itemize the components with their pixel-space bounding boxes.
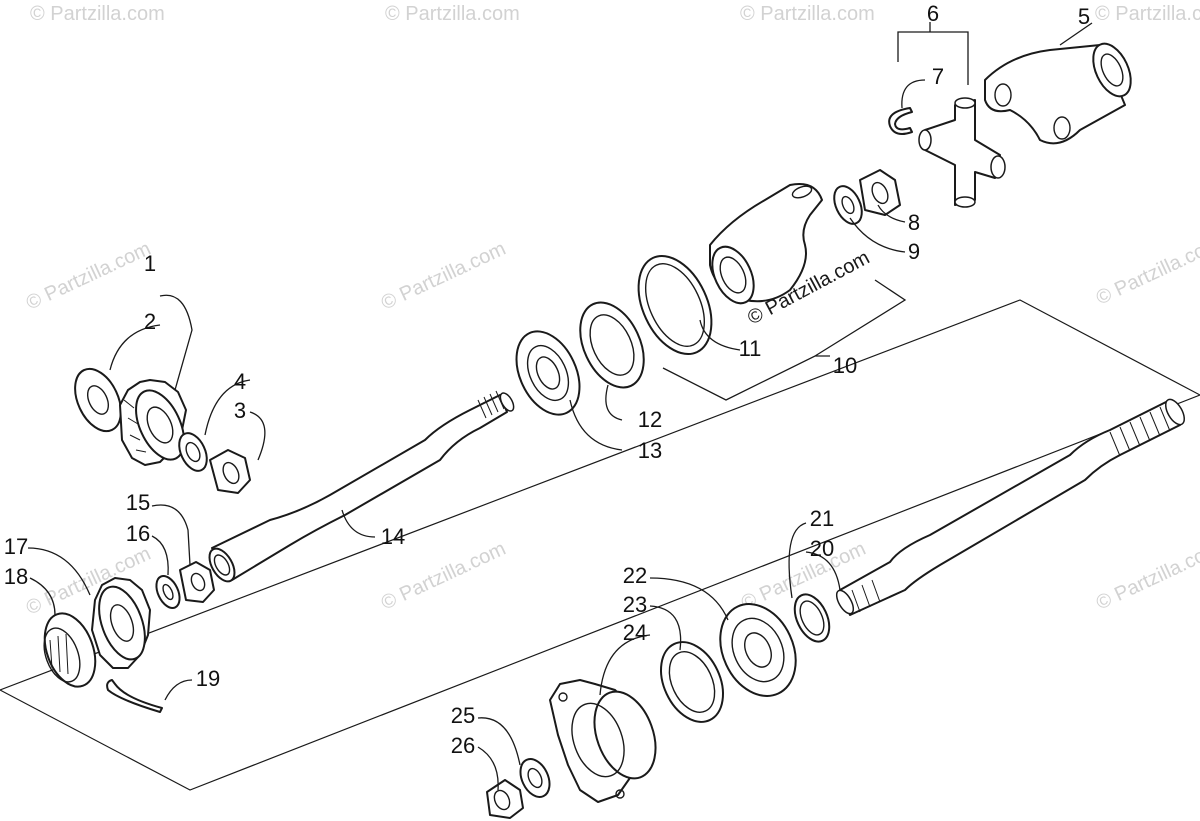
shaft-washer [155,575,181,609]
callout-2: 2 [144,309,156,334]
bevel-gear [119,379,187,466]
watermark: © Partzilla.com [1095,3,1200,25]
callout-labels: 1 2 3 4 5 6 7 8 9 10 11 12 13 14 15 16 1… [4,1,1090,758]
leader-lines [27,22,1093,791]
flange-yoke [709,183,823,305]
thrust-washer [74,367,122,433]
callout-4: 4 [234,369,246,394]
callout-17: 17 [4,534,28,559]
callout-6: 6 [927,1,939,26]
callout-8: 8 [908,210,920,235]
callout-19: 19 [196,666,220,691]
callout-1: 1 [144,251,156,276]
callout-5: 5 [1078,4,1090,29]
retaining-ring [106,679,163,713]
yoke [984,42,1132,145]
universal-joint-cross [918,97,1006,208]
housing-nut [486,779,524,819]
watermark: © Partzilla.com [1093,233,1200,310]
shaft-nut [179,561,215,603]
watermark: © Partzilla.com [30,3,165,25]
assembly-frame-outline [0,299,1200,791]
yoke-nut [859,169,901,216]
shaft-seal [637,254,713,356]
callout-20: 20 [810,536,834,561]
callout-22: 22 [623,563,647,588]
callout-14: 14 [381,524,405,549]
callout-24: 24 [623,620,647,645]
housing-washer [519,758,551,798]
callout-26: 26 [451,733,475,758]
watermark: © Partzilla.com [740,3,875,25]
yoke-washer [833,185,863,225]
callout-10: 10 [833,353,857,378]
watermark: © Partzilla.com [385,3,520,25]
watermark: © Partzilla.com [378,238,509,315]
callout-12: 12 [638,407,662,432]
callout-15: 15 [126,490,150,515]
rear-bearing-outer [579,301,645,389]
callout-11: 11 [739,336,762,361]
rear-bearing [515,330,581,416]
watermark: © Partzilla.com [23,238,154,315]
watermark: © Partzilla.com [1093,538,1200,615]
callout-25: 25 [451,703,475,728]
o-ring [793,593,831,643]
drive-gear [91,577,151,669]
needle-bearing [43,612,97,688]
callout-21: 21 [810,506,834,531]
rear-output-shaft [208,390,515,583]
callout-7: 7 [932,64,944,89]
callout-16: 16 [126,521,150,546]
snap-ring [888,107,913,135]
front-seal [660,641,724,723]
callout-13: 13 [638,438,662,463]
bearing-housing [549,679,657,803]
callout-23: 23 [623,592,647,617]
front-drive-shaft [835,398,1186,616]
front-bearing [719,603,797,697]
callout-18: 18 [4,564,28,589]
gear-nut [209,449,251,494]
callout-3: 3 [234,398,246,423]
gear-washer [178,432,208,472]
watermark: © Partzilla.com [378,538,509,615]
callout-9: 9 [908,239,920,264]
